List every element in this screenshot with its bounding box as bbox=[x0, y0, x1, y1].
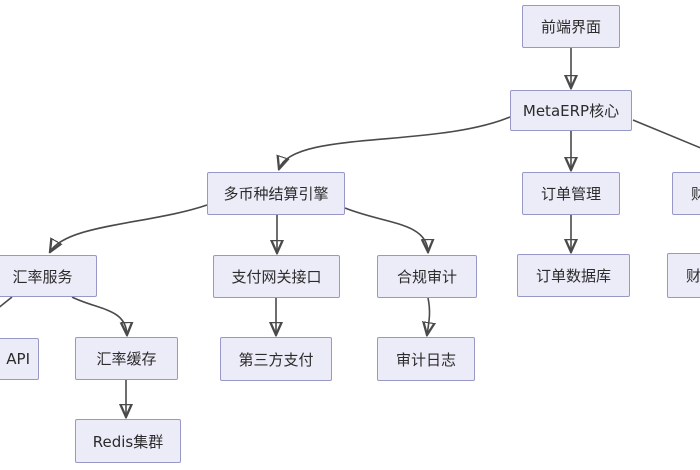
node-fx-rate-service: 汇率服务 bbox=[0, 255, 97, 297]
node-fx-rate-cache: 汇率缓存 bbox=[75, 337, 178, 380]
node-order-database: 订单数据库 bbox=[517, 254, 630, 297]
edge-compliance-audit-log bbox=[427, 297, 430, 335]
node-finance-database: 财务数据库 bbox=[667, 253, 700, 298]
node-compliance-audit: 合规审计 bbox=[377, 255, 477, 298]
node-order-management: 订单管理 bbox=[522, 172, 620, 215]
edge-core-finance-mgmt bbox=[632, 119, 700, 149]
node-finance-management: 财务管理 bbox=[672, 172, 700, 215]
edge-settlement-fx-service bbox=[50, 204, 208, 252]
edge-core-settlement bbox=[279, 116, 511, 169]
node-payment-gateway: 支付网关接口 bbox=[213, 255, 340, 298]
node-api: API bbox=[0, 338, 39, 380]
node-audit-log: 审计日志 bbox=[377, 337, 475, 381]
node-redis-cluster: Redis集群 bbox=[75, 419, 181, 463]
edge-settlement-compliance bbox=[344, 207, 428, 252]
node-frontend: 前端界面 bbox=[522, 5, 620, 48]
edge-fx-service-api bbox=[0, 296, 13, 308]
edge-fx-service-fx-cache bbox=[71, 296, 127, 335]
node-multicurrency-settlement: 多币种结算引擎 bbox=[207, 172, 345, 215]
node-metaerp-core: MetaERP核心 bbox=[510, 90, 632, 131]
node-third-party-payment: 第三方支付 bbox=[220, 337, 332, 381]
